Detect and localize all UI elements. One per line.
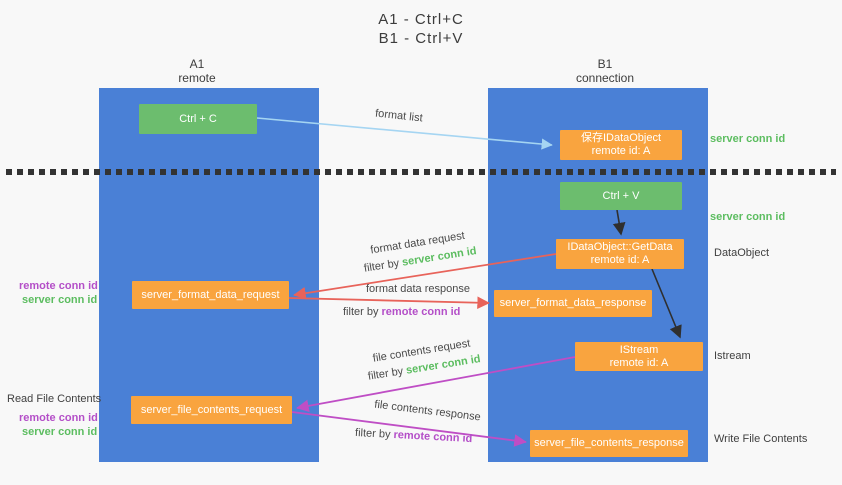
filter-by-text: filter by xyxy=(354,426,391,441)
right-label-istream: Istream xyxy=(714,350,751,362)
node-istream: IStream remote id: A xyxy=(575,342,703,371)
right-label-server-conn-id-top: server conn id xyxy=(710,133,786,145)
column-b1-subtitle: connection xyxy=(575,71,635,85)
column-header-a1: A1 remote xyxy=(137,57,257,85)
node-idataobject-getdata: IDataObject::GetData remote id: A xyxy=(556,239,684,269)
node-save-dataobject-line2: remote id: A xyxy=(591,145,651,157)
column-a1-subtitle: remote xyxy=(178,71,216,85)
dotted-separator-line xyxy=(6,169,836,175)
column-header-b1: B1 connection xyxy=(545,57,665,85)
node-ctrl-v-label: Ctrl + V xyxy=(602,189,640,202)
node-save-dataobject: 保存IDataObject remote id: A xyxy=(560,130,682,160)
format-data-response-arrow xyxy=(288,296,490,310)
node-save-dataobject-line1: 保存IDataObject xyxy=(580,132,662,144)
node-format-response-label: server_format_data_response xyxy=(499,297,647,309)
label-filter-by-remote-conn-id-2: filter by remote conn id xyxy=(355,427,473,445)
column-a1-name: A1 xyxy=(189,57,205,71)
node-server-format-data-response: server_format_data_response xyxy=(494,290,652,317)
left-label-server-conn-id-2: server conn id xyxy=(22,426,98,438)
node-ctrl-c: Ctrl + C xyxy=(139,104,257,134)
label-file-contents-response: file contents response xyxy=(373,398,482,424)
node-istream-line2: remote id: A xyxy=(609,356,669,369)
node-getdata-line1: IDataObject::GetData xyxy=(567,241,673,253)
label-file-contents-request-group: file contents request filter by server c… xyxy=(350,332,496,388)
left-label-remote-conn-id-2: remote conn id xyxy=(19,412,98,424)
filter-by-text: filter by xyxy=(343,306,379,318)
title-line-2: B1 - Ctrl+V xyxy=(378,30,464,47)
node-format-request-label: server_format_data_request xyxy=(141,288,280,301)
title-line-1: A1 - Ctrl+C xyxy=(378,11,464,28)
right-label-server-conn-id-mid: server conn id xyxy=(710,211,786,223)
label-format-data-request-group: format data request filter by server con… xyxy=(346,224,492,280)
right-label-write-file-contents: Write File Contents xyxy=(714,433,808,445)
remote-conn-id-highlight-1: remote conn id xyxy=(381,306,461,318)
left-label-server-conn-id-1: server conn id xyxy=(22,294,98,306)
remote-conn-id-highlight-2: remote conn id xyxy=(393,428,473,446)
right-label-dataobject: DataObject xyxy=(714,247,770,259)
label-filter-by-remote-conn-id-1: filter by remote conn id xyxy=(343,306,460,318)
node-file-response-label: server_file_contents_response xyxy=(534,437,684,449)
label-format-list: format list xyxy=(374,107,424,125)
left-label-read-file-contents: Read File Contents xyxy=(7,393,102,405)
filter-by-text: filter by xyxy=(367,365,405,383)
node-ctrl-c-label: Ctrl + C xyxy=(179,112,217,125)
filter-by-text: filter by xyxy=(363,257,401,275)
node-istream-line1: IStream xyxy=(619,343,659,356)
node-server-file-contents-request: server_file_contents_request xyxy=(131,396,292,424)
node-ctrl-v: Ctrl + V xyxy=(560,182,682,210)
label-format-data-response: format data response xyxy=(366,283,470,295)
node-getdata-line2: remote id: A xyxy=(590,254,650,266)
node-file-request-label: server_file_contents_request xyxy=(140,403,283,416)
left-label-remote-conn-id-1: remote conn id xyxy=(19,280,98,292)
node-server-file-contents-response: server_file_contents_response xyxy=(530,430,688,457)
column-b1-name: B1 xyxy=(597,57,613,71)
node-server-format-data-request: server_format_data_request xyxy=(132,281,289,309)
diagram-title: A1 - Ctrl+C B1 - Ctrl+V xyxy=(0,10,842,48)
